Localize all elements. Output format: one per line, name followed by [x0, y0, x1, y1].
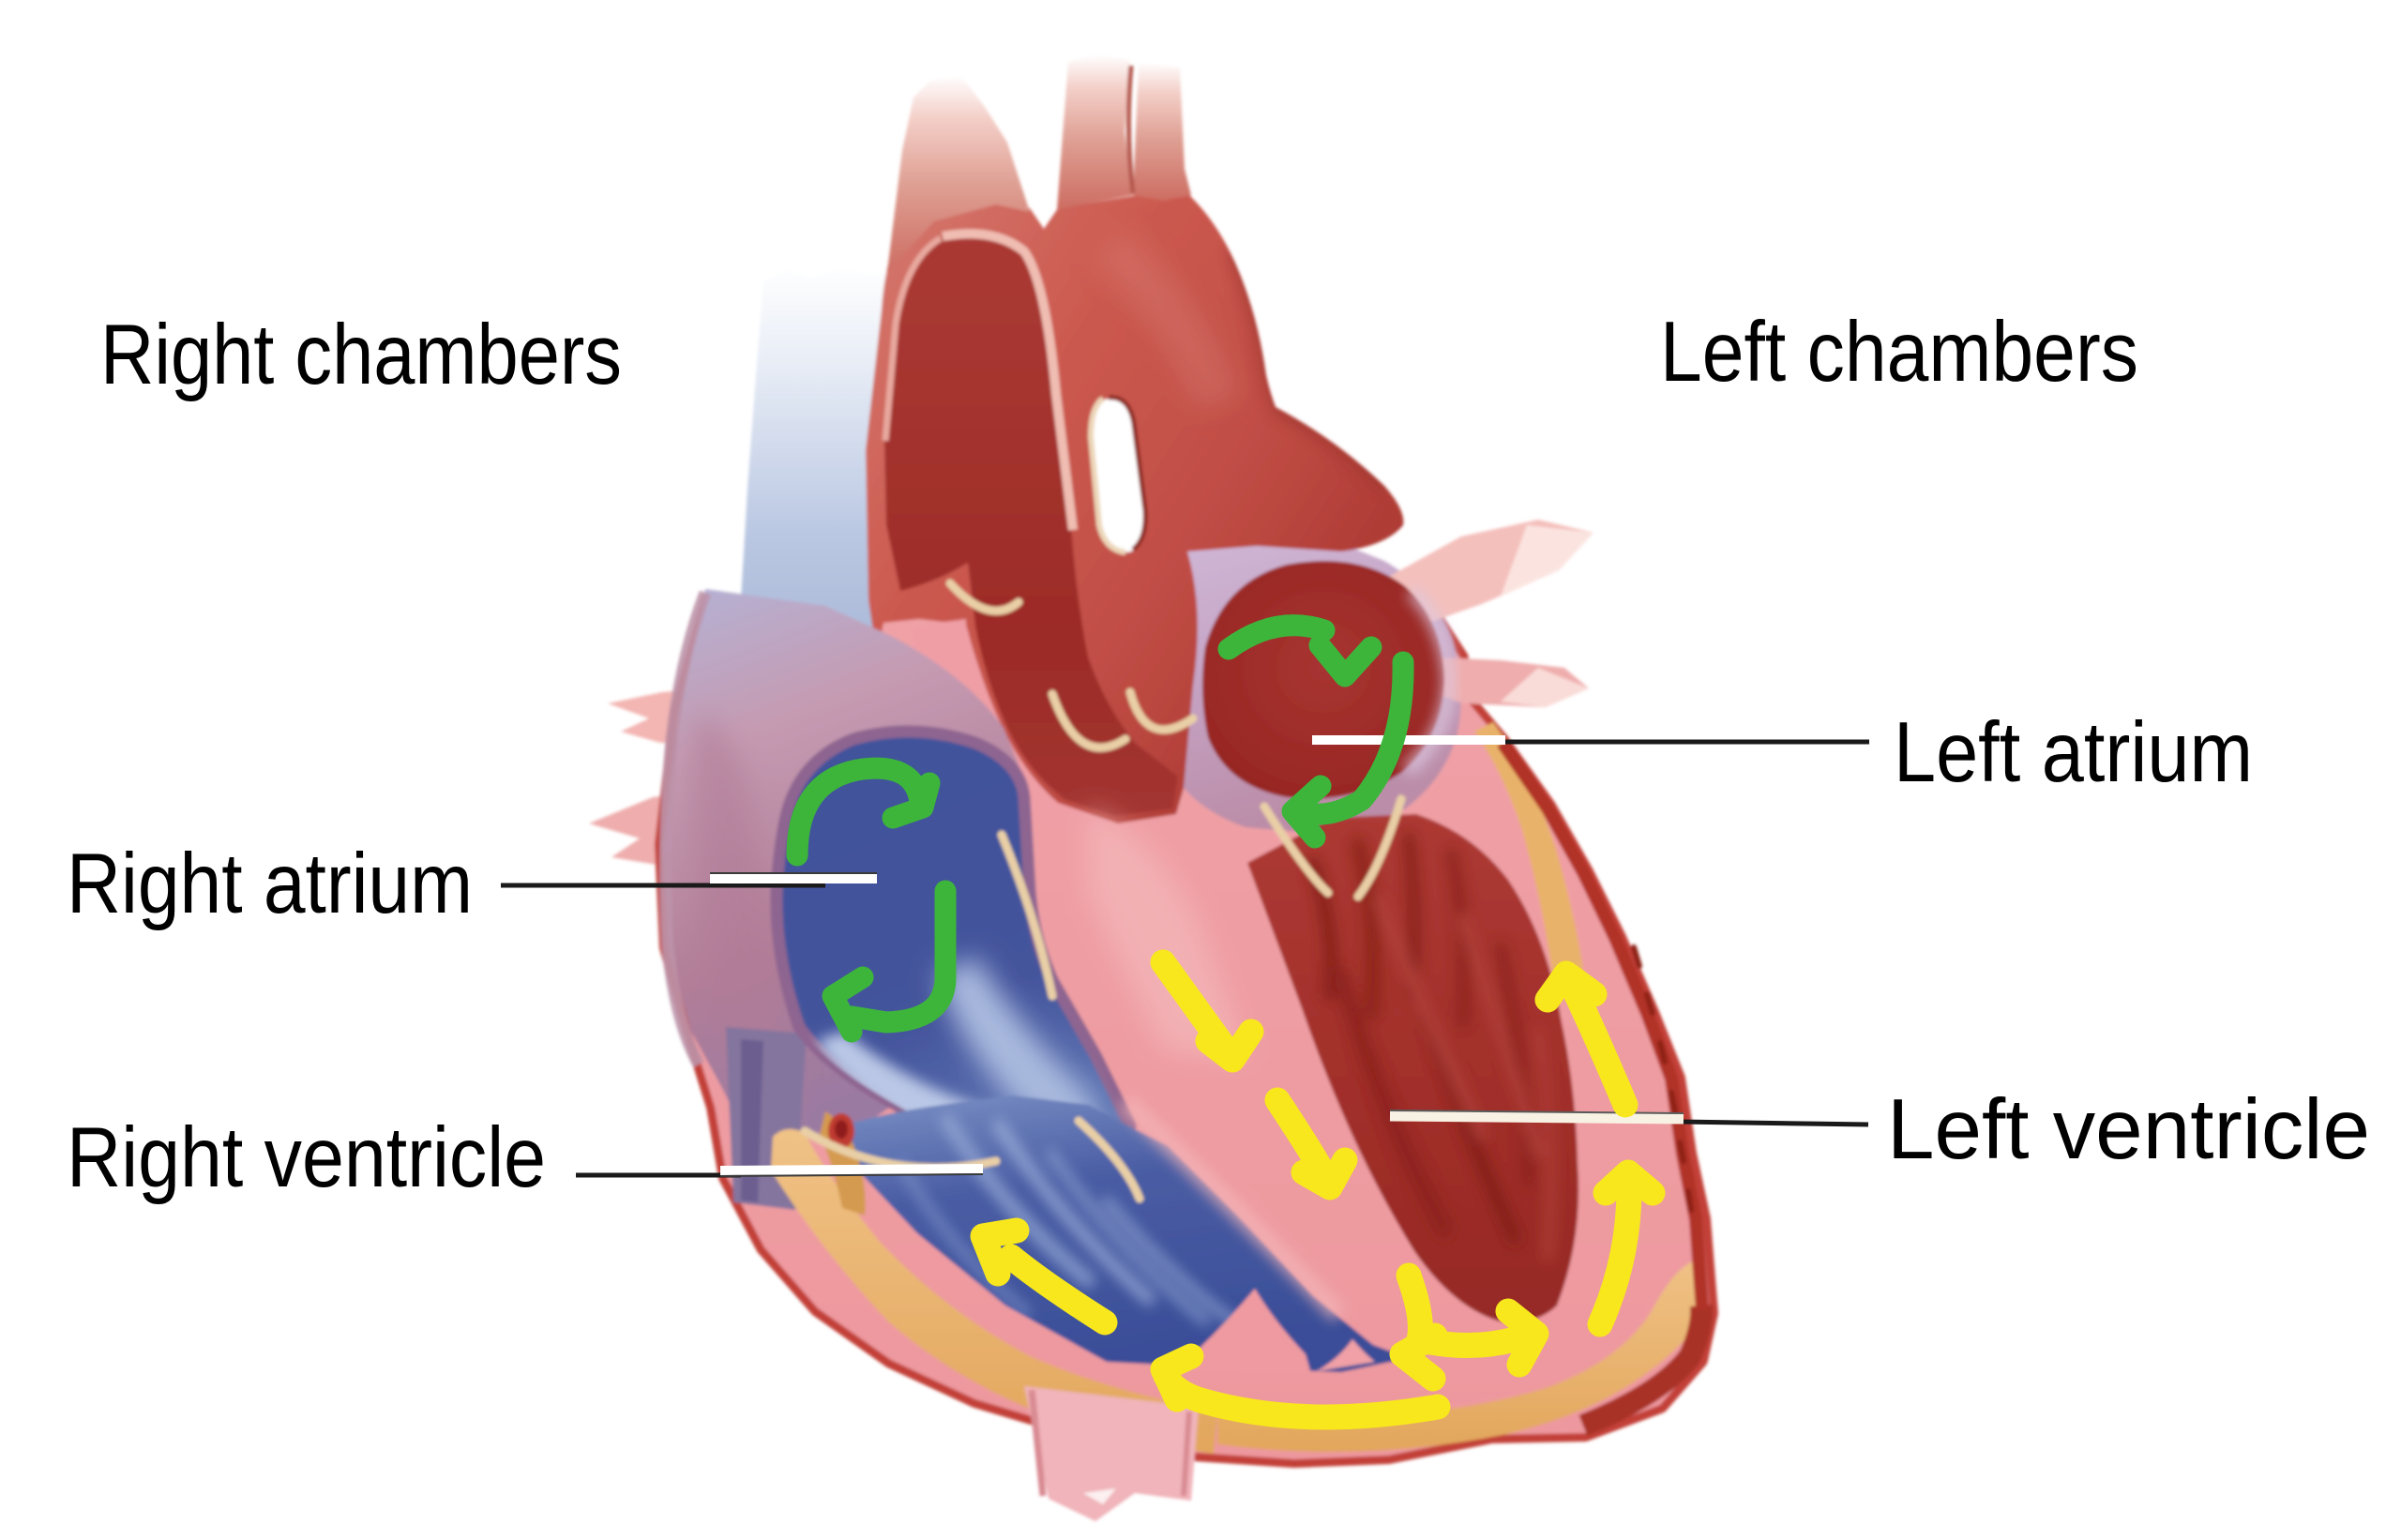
svg-text:Right chambers: Right chambers [100, 308, 622, 402]
svg-text:Left ventricle: Left ventricle [1887, 1082, 2370, 1177]
svg-text:Left chambers: Left chambers [1660, 305, 2138, 400]
svg-text:Right atrium: Right atrium [67, 837, 473, 931]
svg-text:Left atrium: Left atrium [1894, 705, 2253, 800]
svg-text:Right ventricle: Right ventricle [67, 1110, 546, 1205]
